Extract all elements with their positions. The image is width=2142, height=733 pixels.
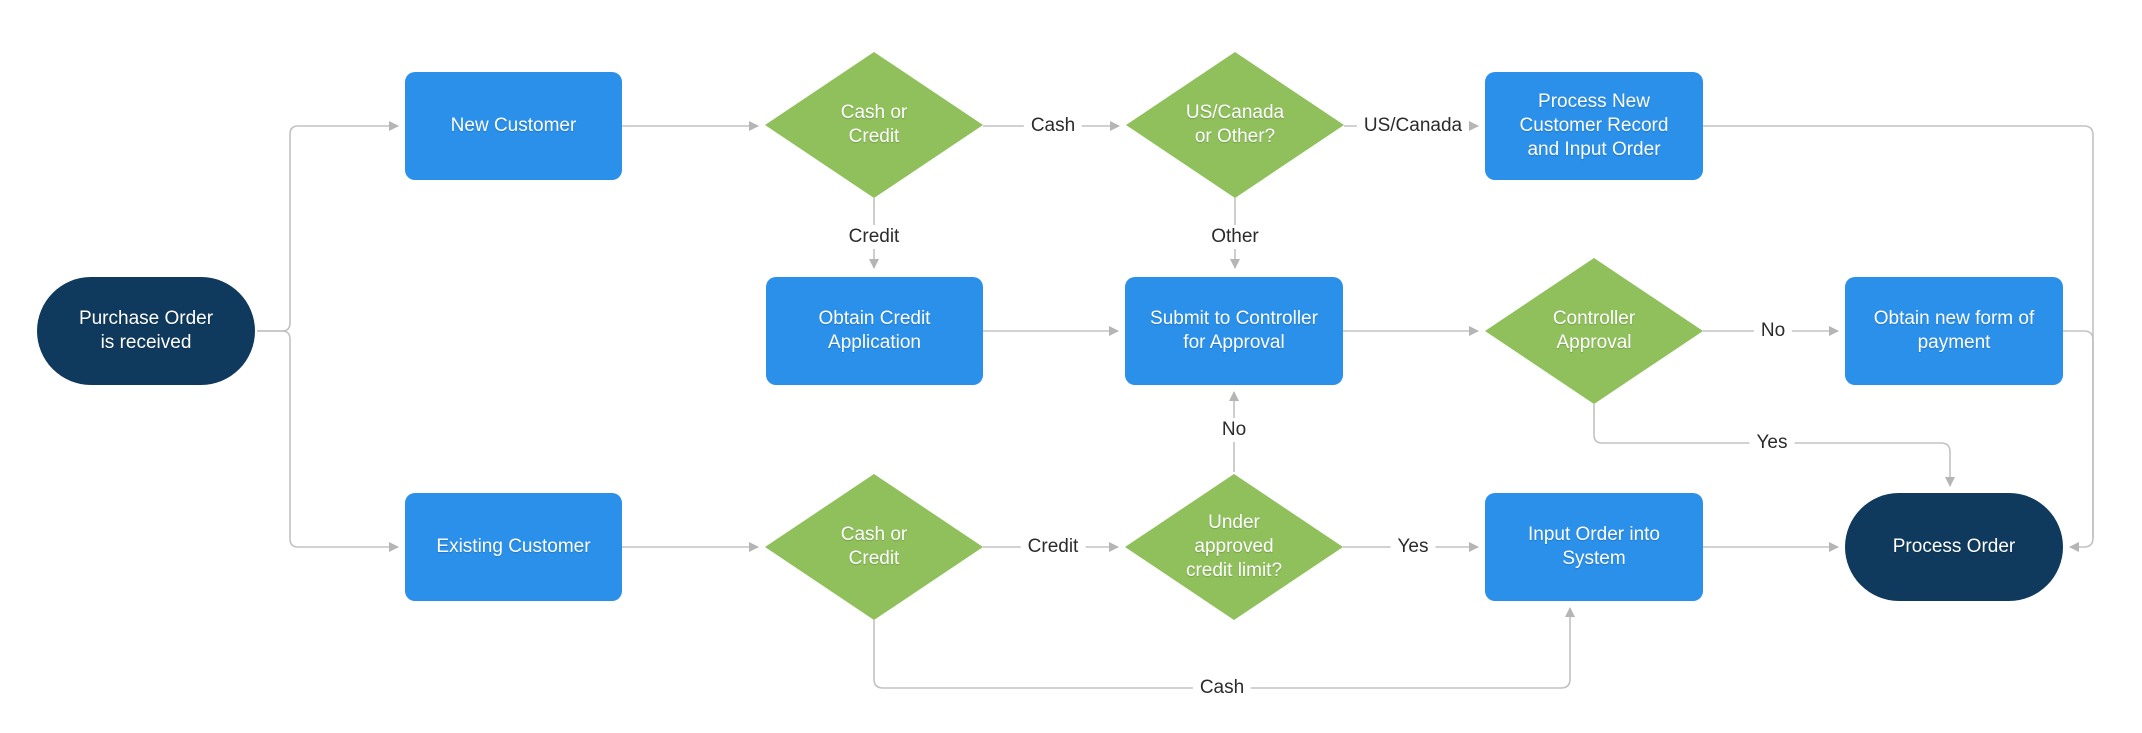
- cash-or-credit-bottom-diamond: [765, 474, 983, 620]
- edge-label-cash-top: Cash: [1023, 114, 1083, 138]
- obtain-credit-app-label: Obtain Credit Application: [818, 307, 931, 353]
- controller-approval-label-box: Controller Approval: [1504, 268, 1684, 394]
- edge-label-cash-bottom: Cash: [1192, 676, 1252, 700]
- submit-controller-label: Submit to Controller for Approval: [1150, 307, 1318, 353]
- obtain-new-payment-node: Obtain new form of payment: [1845, 277, 2063, 385]
- process-new-record-label: Process New Customer Record and Input Or…: [1519, 90, 1669, 161]
- us-canada-or-other-label: US/Canada or Other?: [1185, 101, 1285, 147]
- new-customer-node: New Customer: [405, 72, 622, 180]
- obtain-credit-app-node: Obtain Credit Application: [766, 277, 983, 385]
- existing-customer-label: Existing Customer: [436, 535, 591, 557]
- cash-or-credit-top-diamond: [765, 52, 983, 198]
- process-order-label: Process Order: [1892, 535, 2016, 557]
- edge-label-credit-bottom: Credit: [1020, 535, 1086, 559]
- edge-obtain-new-payment-to-process-order: [2063, 330, 2094, 538]
- cash-or-credit-bottom-label: Cash or Credit: [840, 523, 908, 569]
- under-credit-limit-label-box: Under approved credit limit?: [1144, 480, 1324, 614]
- edge-label-yes-under: Yes: [1390, 535, 1436, 559]
- controller-approval-label: Controller Approval: [1552, 307, 1636, 353]
- edge-label-credit-top: Credit: [841, 225, 907, 249]
- under-credit-limit-label: Under approved credit limit?: [1185, 511, 1283, 582]
- edge-label-other: Other: [1204, 225, 1266, 249]
- cash-or-credit-bottom-label-box: Cash or Credit: [784, 484, 964, 610]
- start-node: Purchase Order is received: [37, 277, 255, 385]
- controller-approval-diamond: [1485, 258, 1703, 404]
- under-credit-limit-diamond: [1125, 474, 1343, 620]
- process-new-record-node: Process New Customer Record and Input Or…: [1485, 72, 1703, 180]
- existing-customer-node: Existing Customer: [405, 493, 622, 601]
- new-customer-label: New Customer: [450, 114, 577, 136]
- obtain-new-payment-label: Obtain new form of payment: [1873, 307, 2035, 353]
- us-canada-or-other-label-box: US/Canada or Other?: [1145, 62, 1325, 188]
- decision-shapes: [765, 52, 1703, 620]
- start-node-label: Purchase Order is received: [78, 307, 214, 353]
- input-order-system-label: Input Order into System: [1527, 523, 1661, 569]
- edge-start-to-existing-customer: [257, 330, 399, 552]
- submit-controller-node: Submit to Controller for Approval: [1125, 277, 1343, 385]
- edge-label-yes-controller: Yes: [1749, 431, 1795, 455]
- cash-or-credit-top-label: Cash or Credit: [840, 101, 908, 147]
- edge-label-no-under: No: [1214, 418, 1254, 442]
- edge-start-to-new-customer: [257, 121, 399, 332]
- us-canada-or-other-diamond: [1126, 52, 1344, 198]
- cash-or-credit-top-label-box: Cash or Credit: [784, 62, 964, 188]
- edge-label-us-canada: US/Canada: [1356, 114, 1470, 138]
- input-order-system-node: Input Order into System: [1485, 493, 1703, 601]
- edge-label-no-controller: No: [1753, 319, 1793, 343]
- process-order-node: Process Order: [1845, 493, 2063, 601]
